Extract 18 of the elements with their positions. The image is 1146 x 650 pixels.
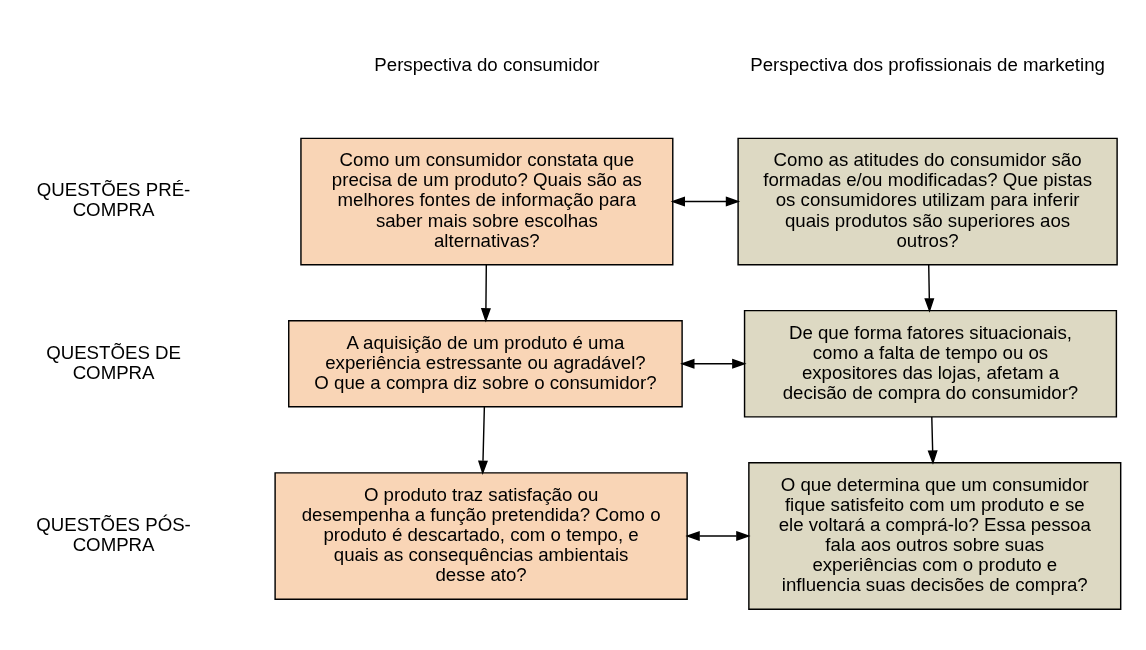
label: QUESTÕES PÓS-COMPRA — [36, 513, 191, 555]
label: QUESTÕES PRÉ-COMPRA — [36, 179, 191, 221]
node-box: Como um consumidor constata que precisa de um produto? Quais são as melhores fontes de informação para saber mais sobre escolhas alternativas? — [300, 137, 674, 266]
label: Perspectiva do consumidor — [374, 54, 600, 76]
arrow — [480, 264, 491, 323]
node-box: O produto traz satisfação ou desempenha a função pretendida? Como o produto é descartado, com o tempo, e quais as consequências ambientais desse ato? — [274, 472, 688, 600]
label: QUESTÕES DE COMPRA — [46, 341, 181, 383]
arrow — [670, 196, 741, 207]
node-box: Como as atitudes do consumidor são formadas e/ou modificadas? Que pistas os consumidores utilizam para inferir quais produtos são superiores aos outros? — [737, 137, 1118, 266]
arrow — [685, 531, 751, 542]
node-box: De que forma fatores situacionais, como a falta de tempo ou os expositores das lojas, afetam a decisão de compra do consumidor? — [743, 309, 1118, 418]
arrow — [680, 358, 747, 369]
arrow — [477, 406, 489, 475]
node-box: O que determina que um consumidor fique satisfeito com um produto e se ele voltará a comprá-lo? Essa pessoa fala aos outros sobre suas experiências com o produto e influencia suas decisões de compra? — [748, 462, 1122, 610]
arrow — [924, 264, 935, 313]
arrow — [927, 416, 938, 465]
label: Perspectiva dos profissionais de marketing — [750, 54, 1105, 76]
node-box: A aquisição de um produto é uma experiência estressante ou agradável? O que a compra diz sobre o consumidor? — [288, 319, 683, 408]
